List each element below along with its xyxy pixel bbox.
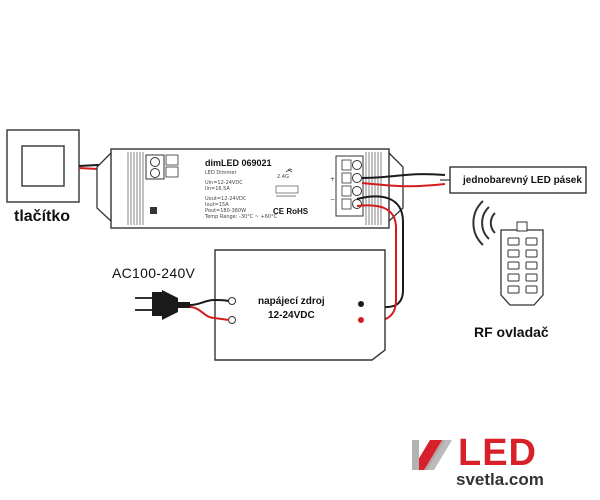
signal-icon <box>472 200 496 246</box>
dimmer-controller: + − <box>96 148 404 229</box>
button-label: tlačítko <box>14 208 71 225</box>
svg-text:+: + <box>330 176 335 183</box>
dimmer-output-spec-3: Pout=180-360W <box>205 208 247 214</box>
push-button-device <box>6 129 80 203</box>
dimmer-input-spec-2: Iin=16.5A <box>205 186 230 192</box>
dimmer-output-spec-2: Iout=15A <box>205 202 229 208</box>
rf-remote <box>472 200 544 306</box>
dimmer-rf-band: 2.4G <box>277 174 289 180</box>
ac-input-label: AC100-240V <box>112 265 196 281</box>
svg-text:−: − <box>330 196 335 203</box>
power-supply-label-line2: 12-24VDC <box>268 310 315 321</box>
dimmer-output-spec-1: Uout=12-24VDC <box>205 196 247 202</box>
ledsvetla-logo <box>412 440 452 470</box>
dimmer-temp-range: Temp Range: -30°C ~ +60°C <box>205 214 278 220</box>
mains-plug <box>135 290 230 321</box>
logo-domain: svetla.com <box>456 470 544 489</box>
dimmer-input-spec-1: Uin=12-24VDC <box>205 180 243 186</box>
led-strip-device <box>440 166 587 194</box>
dimmer-subtitle: LED Dimmer <box>205 170 237 176</box>
logo-brand: LED <box>458 432 537 474</box>
power-supply-device <box>214 249 386 361</box>
dimmer-title: dimLED 069021 <box>205 158 272 168</box>
led-strip-wires <box>361 173 446 188</box>
power-supply-label-line1: napájecí zdroj <box>258 296 325 307</box>
led-strip-label: jednobarevný LED pásek <box>463 175 582 186</box>
dimmer-certification-marks: CE RoHS <box>273 207 309 216</box>
remote-label: RF ovladač <box>474 324 549 340</box>
